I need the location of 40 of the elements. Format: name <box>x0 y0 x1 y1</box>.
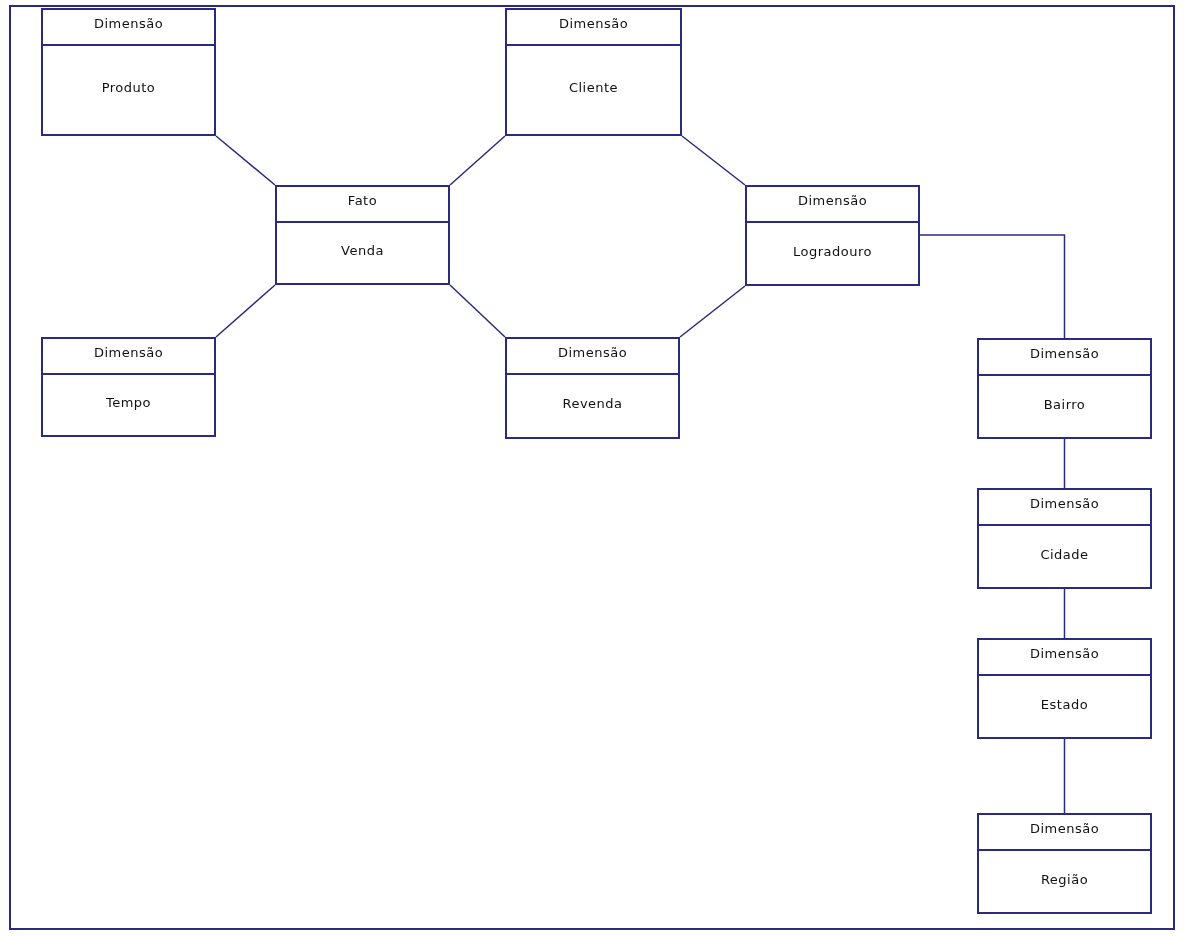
connector-line <box>449 284 506 338</box>
entity-box <box>977 338 1152 439</box>
entity-box <box>41 337 216 437</box>
entity-name: Venda <box>340 243 385 258</box>
entity-box <box>505 8 682 136</box>
entity-box <box>505 337 680 439</box>
connector-line <box>681 135 746 186</box>
connector-line <box>919 234 1066 339</box>
entity-box <box>275 185 450 285</box>
entity-box <box>745 185 920 286</box>
entity-name: Cidade <box>1039 546 1090 562</box>
entity-type-header: Fato <box>277 187 448 223</box>
entity-box <box>977 813 1152 914</box>
entity-name: Bairro <box>1042 396 1087 412</box>
entity-name: Produto <box>100 80 157 95</box>
entity-name: Revenda <box>561 396 624 411</box>
entity-type-header: Dimensão <box>507 339 678 375</box>
entity-name: Região <box>1039 871 1090 887</box>
connector-line <box>449 135 506 186</box>
entity-name: Logradouro <box>792 243 873 259</box>
entity-name: Estado <box>1039 696 1090 712</box>
connector-line <box>1063 438 1066 489</box>
entity-box <box>41 8 216 136</box>
entity-type-header: Dimensão <box>507 10 680 46</box>
entity-type-header: Dimensão <box>747 187 918 223</box>
entity-type-header: Dimensão <box>979 640 1150 676</box>
entity-type-header: Dimensão <box>43 10 214 46</box>
connector-line <box>1063 588 1066 639</box>
entity-type-header: Dimensão <box>979 815 1150 851</box>
entity-name: Cliente <box>567 80 620 95</box>
entity-box <box>977 488 1152 589</box>
entity-box <box>977 638 1152 739</box>
connector-line <box>215 135 276 186</box>
connector-line <box>679 285 746 338</box>
entity-type-header: Dimensão <box>979 340 1150 376</box>
entity-name: Tempo <box>104 395 153 410</box>
connector-line <box>1063 738 1066 814</box>
connector-line <box>215 284 276 338</box>
entity-type-header: Dimensão <box>43 339 214 375</box>
entity-type-header: Dimensão <box>979 490 1150 526</box>
